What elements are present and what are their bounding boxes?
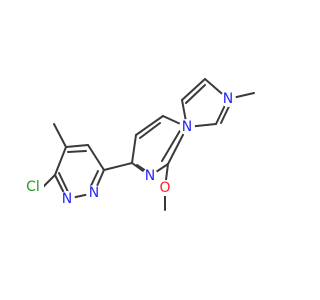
svg-text:N: N [182,119,192,135]
bond [181,78,206,101]
atom-o-methoxy: O [157,180,173,196]
svg-text:Cl: Cl [26,179,40,195]
bond [139,122,161,139]
atom-n-pyridazine-1: N [86,185,102,201]
bond [42,174,56,188]
svg-text:O: O [159,180,170,196]
bond [131,134,137,164]
atom-cl: Cl [22,179,44,196]
bond [65,144,89,148]
bond [135,115,164,136]
atom-labels: N N O N N N Cl [22,91,236,207]
svg-text:N: N [62,191,72,207]
svg-text:N: N [89,185,99,201]
svg-text:N: N [223,91,233,107]
bond [53,123,67,148]
bond [161,128,182,162]
bond [87,144,105,171]
atom-n-imidazole-3: N [220,91,236,107]
atom-n-pyridine: N [142,168,158,184]
atom-n-imidazole-1: N [179,119,195,135]
svg-text:N: N [145,168,155,184]
bond [185,84,206,104]
bond [58,172,70,195]
bond [54,146,67,176]
molecule-structure: N N O N N N Cl [22,78,255,211]
bond [67,150,87,153]
bond [103,162,133,171]
atom-n-pyridazine-2: N [59,191,75,207]
